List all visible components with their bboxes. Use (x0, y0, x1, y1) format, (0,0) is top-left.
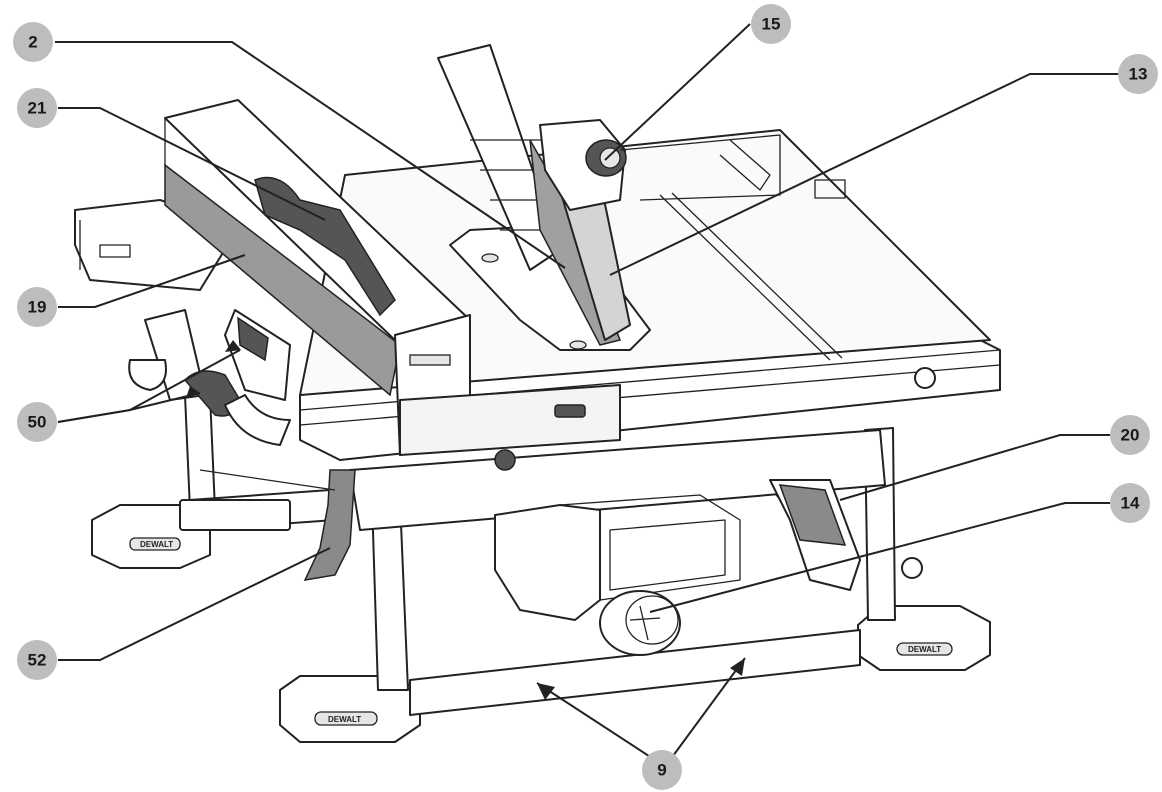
callout-2-label: 2 (28, 33, 37, 52)
stand: DEWALT DEWALT DEWALT (91, 394, 991, 743)
dust-port (183, 309, 291, 446)
rail-lock-lever (179, 469, 356, 581)
callout-2: 2 (13, 22, 53, 62)
callout-20-label: 20 (1121, 426, 1140, 445)
motor-housing (494, 494, 741, 621)
push-stick (254, 176, 396, 317)
callout-9: 9 (642, 750, 682, 790)
leader-lines (55, 23, 1120, 761)
callout-14: 14 (1110, 483, 1150, 523)
callout-52: 52 (17, 640, 57, 680)
callout-21-label: 21 (28, 99, 47, 118)
callout-21: 21 (17, 88, 57, 128)
callout-20: 20 (1110, 415, 1150, 455)
callout-19-label: 19 (28, 298, 47, 317)
callout-13: 13 (1118, 54, 1158, 94)
callout-15-label: 15 (762, 15, 781, 34)
callout-15: 15 (751, 4, 791, 44)
callout-14-label: 14 (1121, 494, 1140, 513)
bevel-adjust-knob (599, 590, 681, 656)
foot-logo-rear-right: DEWALT (908, 645, 941, 654)
callout-19: 19 (17, 287, 57, 327)
foot-logo-rear-left: DEWALT (140, 540, 173, 549)
callout-13-label: 13 (1129, 65, 1148, 84)
callout-9-label: 9 (657, 761, 666, 780)
callout-50: 50 (17, 402, 57, 442)
callout-50-label: 50 (28, 413, 47, 432)
foot-logo-front-left: DEWALT (328, 715, 361, 724)
callout-52-label: 52 (28, 651, 47, 670)
